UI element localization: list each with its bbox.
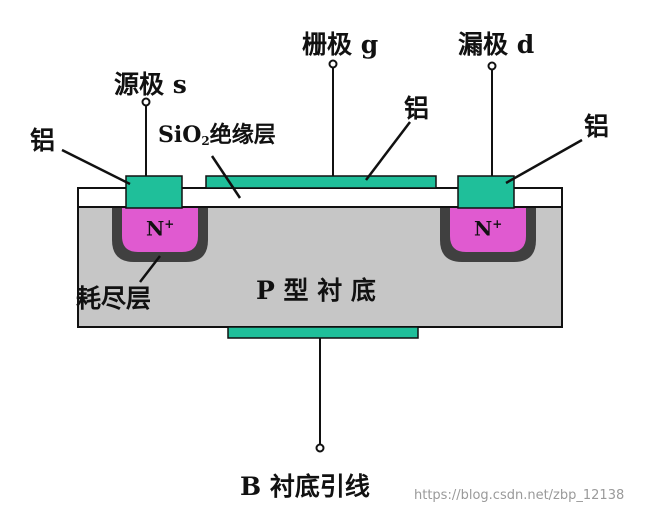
- aluminum-source-contact: [125, 175, 183, 209]
- aluminum-label-center: 铝: [404, 94, 430, 123]
- aluminum-drain-contact: [457, 175, 515, 209]
- drain-label: 漏极 d: [458, 30, 535, 59]
- aluminum-bulk-plate: [227, 326, 419, 339]
- pointer-sio2: [210, 155, 242, 199]
- drain-terminal: [487, 61, 497, 71]
- aluminum-gate-plate: [205, 175, 437, 189]
- n-plus-label-right: N+: [474, 216, 503, 241]
- pointer-aluminum-left: [61, 148, 131, 186]
- sio2-insulation-label: SiO2绝缘层: [158, 122, 276, 148]
- pointer-depletion: [139, 255, 161, 283]
- source-label: 源极 s: [114, 70, 187, 99]
- aluminum-label-left: 铝: [30, 126, 56, 155]
- n-plus-well-left: [122, 208, 198, 252]
- source-terminal: [141, 97, 151, 107]
- watermark-text: https://blog.csdn.net/zbp_12138: [414, 488, 625, 503]
- gate-terminal: [328, 59, 338, 69]
- aluminum-label-right: 铝: [584, 112, 610, 141]
- pointer-aluminum-center: [365, 121, 411, 181]
- n-plus-label-left: N+: [146, 216, 175, 241]
- bulk-terminal: [315, 443, 325, 453]
- p-substrate-label: P 型 衬 底: [256, 276, 376, 305]
- bulk-lead-label: B 衬底引线: [240, 472, 370, 501]
- pointer-aluminum-right: [505, 138, 583, 185]
- gate-label: 栅极 g: [302, 30, 379, 59]
- depletion-layer-label: 耗尽层: [76, 284, 152, 313]
- n-plus-well-right: [450, 208, 526, 252]
